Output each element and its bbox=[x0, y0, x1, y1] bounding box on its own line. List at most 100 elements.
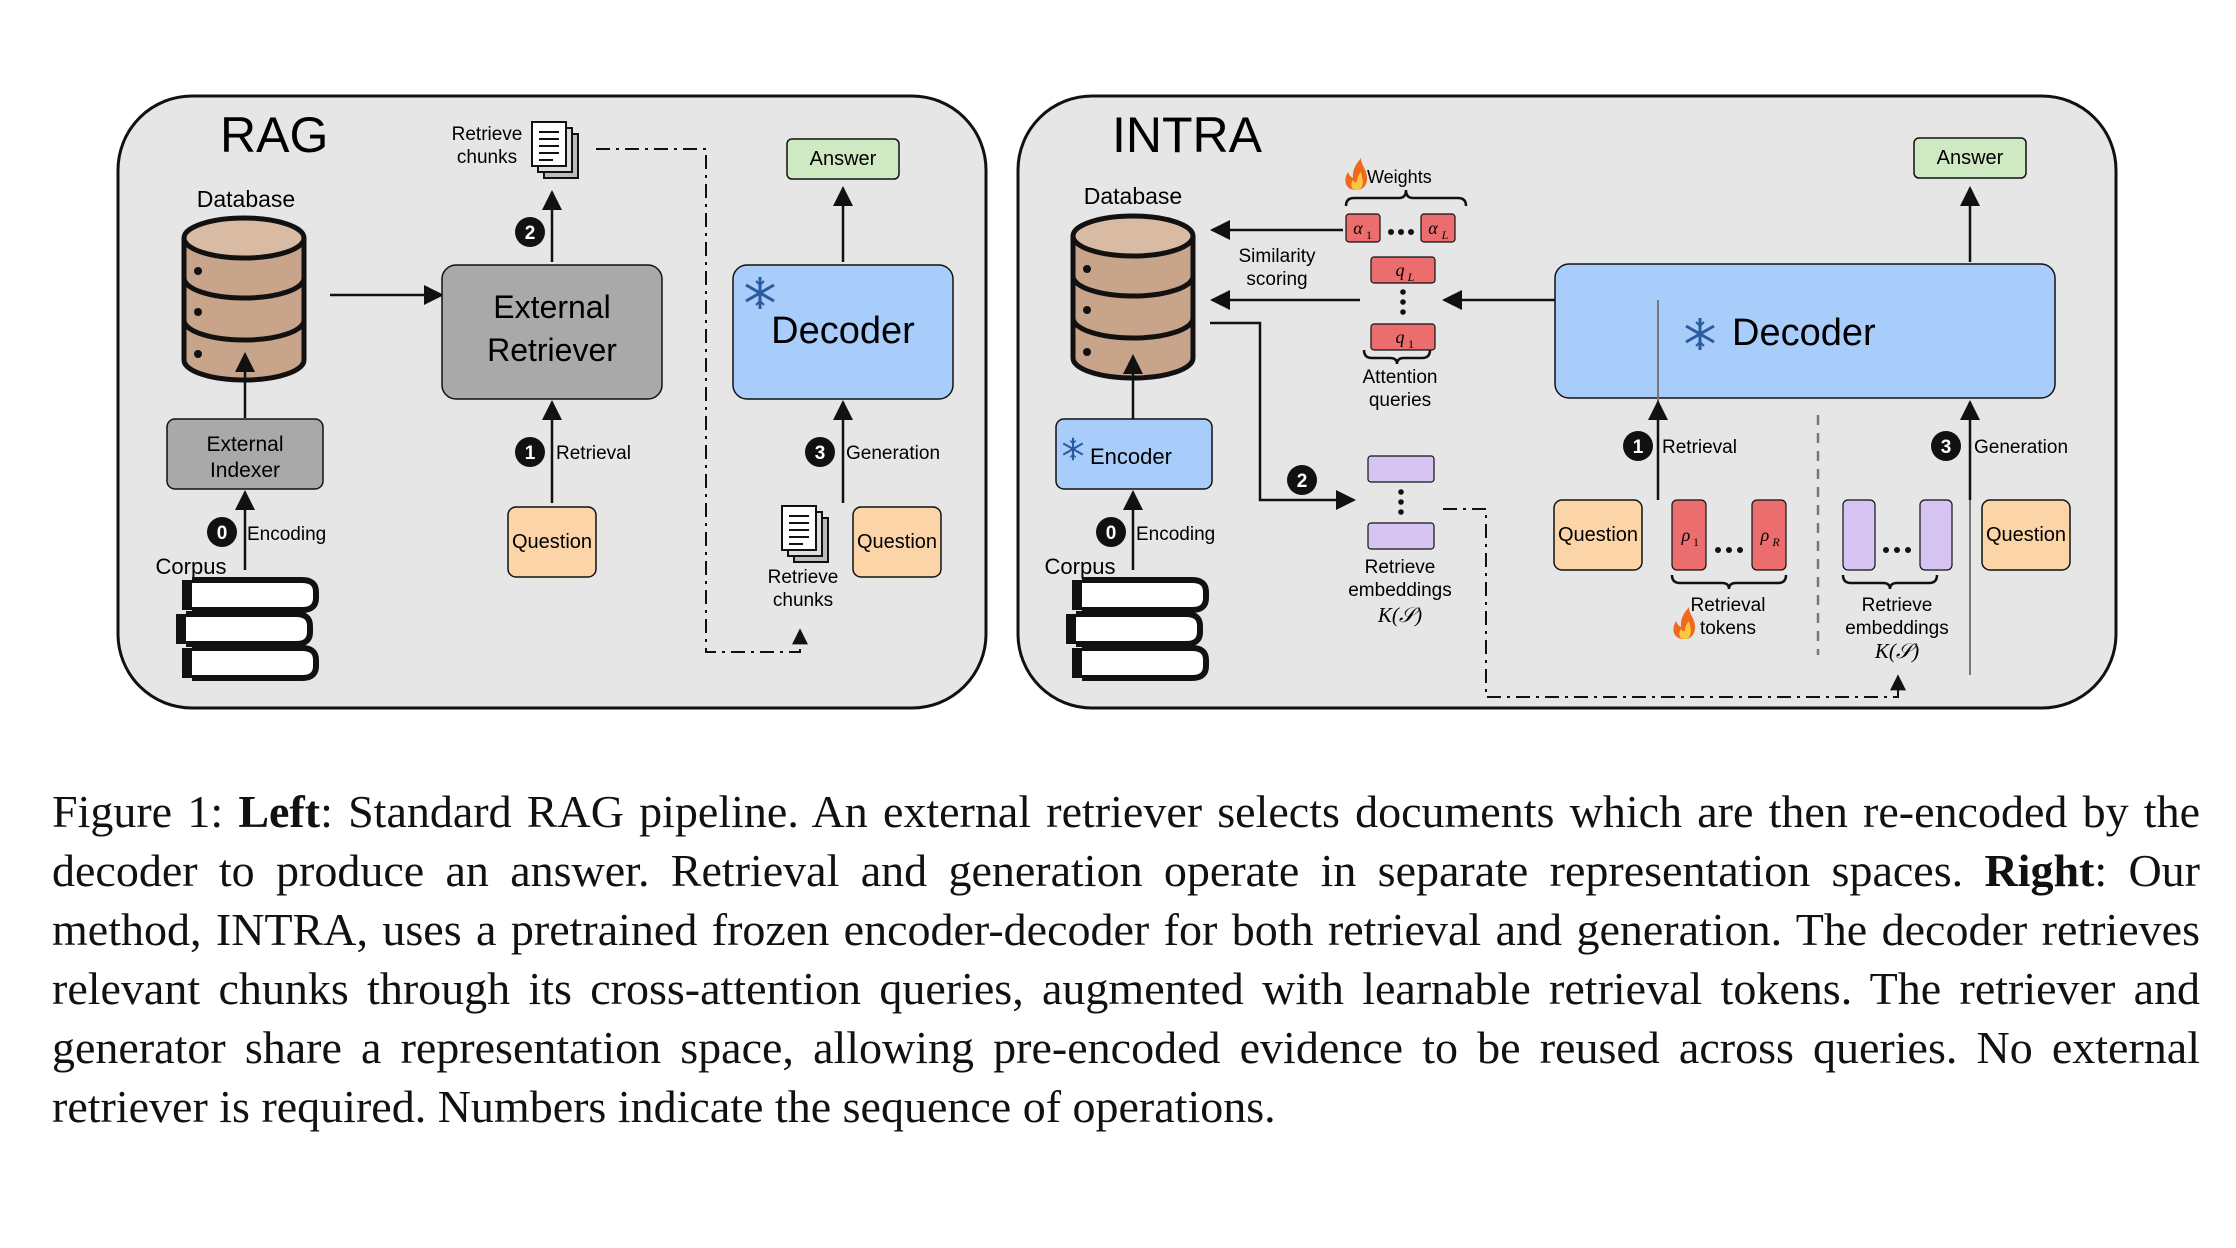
rhoR-sub: R bbox=[1771, 535, 1780, 549]
external-indexer-box bbox=[166, 418, 324, 490]
embedding-top bbox=[1367, 455, 1435, 483]
intra-database-label: Database bbox=[1084, 183, 1182, 209]
question-label-right: Question bbox=[1986, 524, 2066, 546]
step3-badge bbox=[805, 437, 835, 467]
step0-number: 0 bbox=[1106, 523, 1117, 544]
external-indexer-label-1: External bbox=[206, 433, 283, 456]
step1-number: 1 bbox=[525, 443, 536, 464]
similarity-scoring-label-1: Similarity bbox=[1238, 246, 1316, 267]
step3-number: 3 bbox=[815, 443, 826, 464]
question-box-left bbox=[1553, 499, 1643, 571]
intra-decoder-box bbox=[1554, 263, 2056, 399]
figure: RAG Database External Indexer 0 Encoding… bbox=[116, 94, 2118, 710]
embeddings-dashdot-path bbox=[1443, 508, 1906, 698]
rag-database-label: Database bbox=[197, 186, 295, 212]
step2-number: 2 bbox=[525, 223, 536, 244]
rag-answer-label: Answer bbox=[810, 148, 877, 170]
rho1-token bbox=[1671, 499, 1707, 571]
encoding-label: Encoding bbox=[1136, 524, 1215, 545]
embedding-token-1 bbox=[1842, 499, 1876, 571]
step0-number: 0 bbox=[217, 523, 228, 544]
rag-title: RAG bbox=[220, 107, 328, 163]
rag-decoder-label: Decoder bbox=[771, 310, 915, 352]
retrieval-tokens-label-1: Retrieval bbox=[1691, 595, 1766, 616]
ks-left: K(𝒮) bbox=[1377, 603, 1422, 627]
rag-decoder-box bbox=[732, 264, 954, 400]
alphaL-symbol: α bbox=[1428, 218, 1438, 238]
retrieve-chunks-bottom-1: Retrieve bbox=[768, 567, 839, 588]
step0-badge bbox=[1096, 517, 1126, 547]
retrieval-label: Retrieval bbox=[556, 443, 631, 464]
step3-badge bbox=[1931, 431, 1961, 461]
caption-right-label: Right bbox=[1984, 845, 2095, 896]
alpha1-symbol: α bbox=[1353, 218, 1363, 238]
corpus-label: Corpus bbox=[1045, 554, 1116, 579]
caption-figure-number: Figure 1: bbox=[52, 786, 239, 837]
qL-sub: L bbox=[1407, 270, 1415, 284]
step0-badge bbox=[207, 517, 237, 547]
question-label-2: Question bbox=[857, 531, 937, 553]
books-icon bbox=[176, 580, 316, 678]
rho1-symbol: ρ bbox=[1681, 525, 1691, 545]
q1-sub: 1 bbox=[1408, 337, 1414, 351]
weights-label: Weights bbox=[1367, 167, 1432, 187]
qL-token bbox=[1370, 256, 1436, 284]
alpha1-sub: 1 bbox=[1366, 228, 1372, 242]
encoder-box bbox=[1055, 418, 1213, 490]
external-retriever-box bbox=[441, 264, 663, 400]
attention-queries-label-2: queries bbox=[1369, 390, 1431, 411]
step2-badge bbox=[515, 217, 545, 247]
books-icon bbox=[1066, 580, 1206, 678]
retrieval-tokens-label-2: tokens bbox=[1700, 618, 1756, 639]
rhoR-symbol: ρ bbox=[1760, 525, 1770, 545]
db-to-embeddings-arrow bbox=[1210, 321, 1356, 510]
question-label-left: Question bbox=[1558, 524, 1638, 546]
step3-number: 3 bbox=[1941, 437, 1952, 458]
retrieve-embeddings-left-1: Retrieve bbox=[1365, 557, 1436, 578]
retrieve-chunks-top-1: Retrieve bbox=[452, 124, 523, 145]
intra-panel: INTRA Database Encoder 0 Encoding Corpus… bbox=[1016, 94, 2118, 710]
caption-left-label: Left bbox=[238, 786, 321, 837]
retrieve-embeddings-right-1: Retrieve bbox=[1862, 595, 1933, 616]
ks-right: K(𝒮) bbox=[1874, 639, 1919, 663]
step2-badge bbox=[1287, 465, 1317, 495]
intra-answer-box bbox=[1913, 137, 2027, 179]
rho1-sub: 1 bbox=[1693, 535, 1699, 549]
chunks-dashdot-path bbox=[596, 148, 808, 653]
retrieve-embeddings-left-2: embeddings bbox=[1348, 580, 1452, 601]
attention-queries-label-1: Attention bbox=[1363, 367, 1438, 388]
document-stack-icon bbox=[781, 505, 829, 563]
tokens-brace bbox=[1670, 574, 1788, 590]
caption-right-text: : Our method, INTRA, uses a pretrained f… bbox=[52, 845, 2200, 1132]
step1-number: 1 bbox=[1633, 437, 1644, 458]
embedding-bottom bbox=[1367, 522, 1435, 550]
intra-generation-label: Generation bbox=[1974, 437, 2068, 458]
step1-badge bbox=[515, 437, 545, 467]
intra-decoder-label: Decoder bbox=[1732, 312, 1876, 354]
embedding-token-2 bbox=[1919, 499, 1953, 571]
external-retriever-label-1: External bbox=[493, 289, 610, 325]
rhoR-token bbox=[1751, 499, 1787, 571]
encoder-label: Encoder bbox=[1090, 444, 1172, 469]
intra-title: INTRA bbox=[1112, 107, 1263, 163]
question-label: Question bbox=[512, 531, 592, 553]
rag-panel: RAG Database External Indexer 0 Encoding… bbox=[116, 94, 988, 710]
intra-answer-label: Answer bbox=[1937, 147, 2004, 169]
corpus-label: Corpus bbox=[156, 554, 227, 579]
external-retriever-label-2: Retriever bbox=[487, 332, 617, 368]
step2-number: 2 bbox=[1297, 471, 1308, 492]
intra-retrieval-label: Retrieval bbox=[1662, 437, 1737, 458]
qL-symbol: q bbox=[1396, 260, 1405, 280]
attention-brace bbox=[1362, 349, 1432, 365]
question-box-right bbox=[1981, 499, 2071, 571]
generation-label: Generation bbox=[846, 443, 940, 464]
rag-answer-box bbox=[786, 138, 900, 180]
retrieve-embeddings-right-2: embeddings bbox=[1845, 618, 1949, 639]
q1-token bbox=[1370, 323, 1436, 351]
document-stack-icon bbox=[531, 121, 579, 179]
caption-left-text: : Standard RAG pipeline. An external ret… bbox=[52, 786, 2200, 896]
similarity-scoring-label-2: scoring bbox=[1246, 269, 1307, 290]
weights-brace bbox=[1344, 189, 1468, 207]
figure-caption: Figure 1: Left: Standard RAG pipeline. A… bbox=[52, 782, 2200, 1136]
external-indexer-label-2: Indexer bbox=[210, 459, 280, 482]
